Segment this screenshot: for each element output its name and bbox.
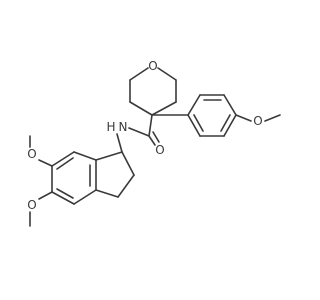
amide-hydrogen-label: H <box>106 120 115 134</box>
bond <box>38 191 53 200</box>
bond <box>51 191 75 205</box>
bond <box>73 189 97 205</box>
indane-methoxy-6-oxygen-label: O <box>27 147 36 161</box>
molecule-structure-diagram: O N H O O O O <box>27 59 281 227</box>
phenyl-methoxy-oxygen-label: O <box>253 114 262 128</box>
bond <box>220 114 231 132</box>
bond <box>148 135 156 146</box>
carbonyl-oxygen-label: O <box>155 143 164 157</box>
bond <box>38 159 53 167</box>
bond <box>121 151 135 176</box>
bond <box>235 114 252 122</box>
bond <box>187 114 201 137</box>
bond <box>264 114 281 122</box>
bond <box>187 94 201 116</box>
bond <box>151 101 177 116</box>
bond <box>95 189 119 198</box>
amide-nitrogen-label: N <box>119 120 128 134</box>
bond <box>116 133 123 153</box>
bond <box>73 151 97 161</box>
indane-methoxy-5-oxygen-label: O <box>27 198 36 212</box>
bonds <box>29 67 281 227</box>
bond <box>128 127 150 137</box>
bond <box>193 114 204 132</box>
bond <box>129 67 149 81</box>
bond <box>117 174 135 198</box>
bond <box>223 114 237 137</box>
ring-oxygen-label: O <box>148 59 157 73</box>
atom-labels: O N H O O O O <box>27 59 262 212</box>
bond <box>51 151 75 167</box>
bond <box>129 101 153 116</box>
bond <box>223 94 237 116</box>
bond <box>148 114 153 137</box>
bond <box>157 67 177 81</box>
bond <box>95 151 123 161</box>
bond <box>152 131 160 143</box>
bond <box>56 157 74 170</box>
bond <box>56 188 74 199</box>
